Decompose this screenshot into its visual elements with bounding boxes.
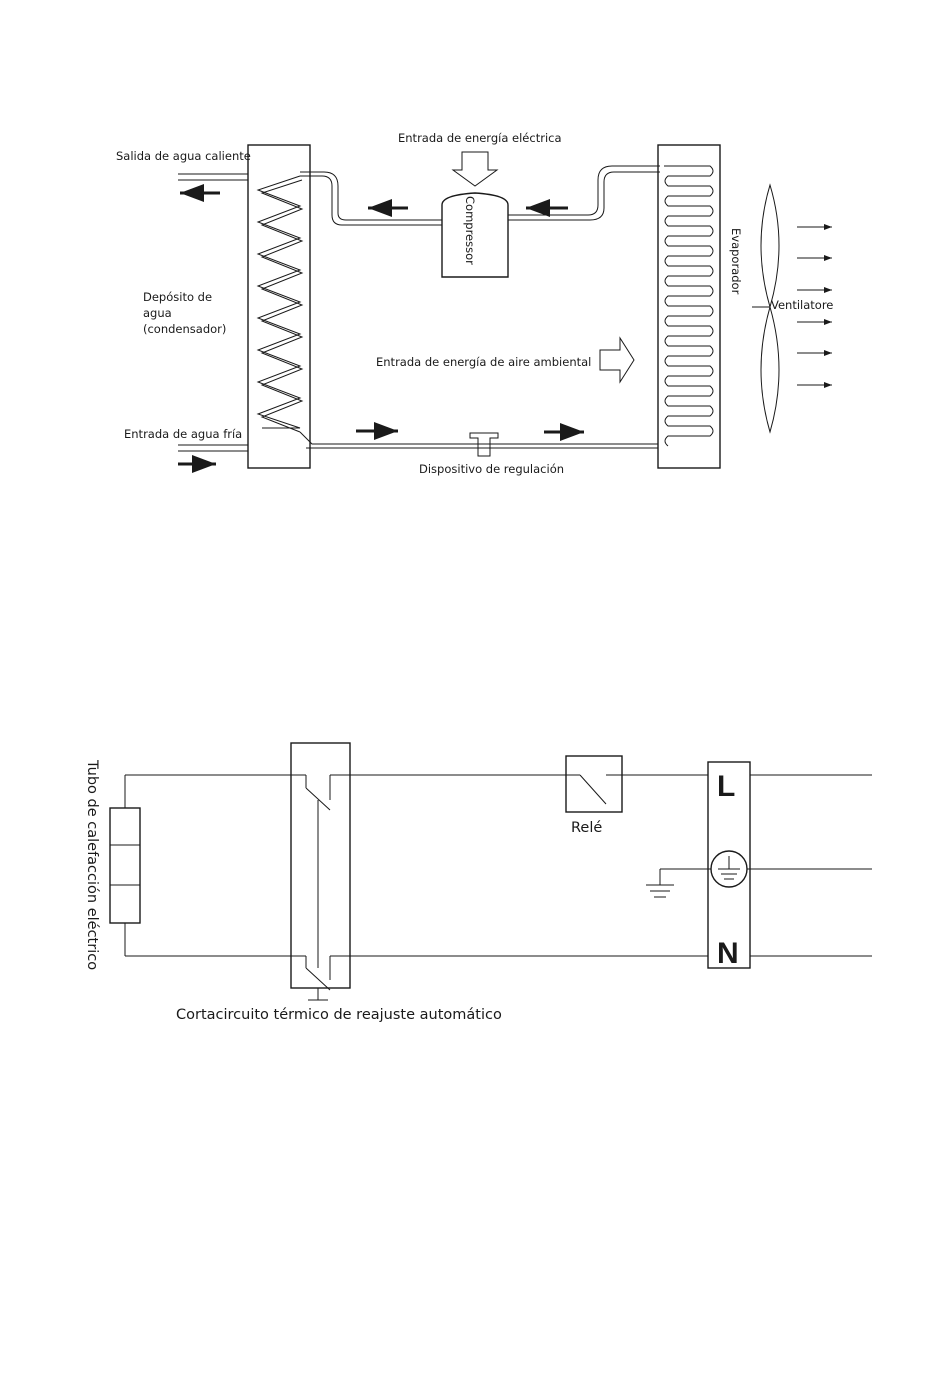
water-tank	[248, 145, 310, 468]
tank-label-line3: (condensador)	[143, 322, 226, 336]
evaporator-coil	[664, 166, 713, 446]
regulating-device-label: Dispositivo de regulación	[419, 462, 564, 476]
evaporator-label: Evaporador	[729, 228, 743, 295]
terminal-neutral: N	[717, 937, 739, 970]
cold-water-inlet-label: Entrada de agua fría	[124, 427, 242, 441]
fan-blade-bottom	[761, 307, 779, 432]
ground-icon	[646, 869, 674, 897]
heat-pump-diagram: Salida de agua caliente Entrada de agua …	[116, 131, 833, 476]
compressor-label: Compressor	[463, 196, 477, 265]
ambient-air-arrow	[600, 338, 634, 382]
heating-tube	[110, 808, 140, 923]
electric-input-arrow	[453, 152, 497, 186]
relay	[566, 756, 622, 812]
hot-water-outlet-label: Salida de agua caliente	[116, 149, 251, 163]
terminal-live: L	[717, 770, 735, 803]
electric-circuit-diagram: Tubo de calefacción eléctrico Cortacircu…	[84, 743, 872, 1023]
tank-label-line1: Depósito de	[143, 290, 212, 304]
relay-label: Relé	[571, 820, 602, 836]
heating-tube-label: Tubo de calefacción eléctrico	[84, 759, 100, 970]
fan-blade-top	[761, 185, 779, 307]
tank-label-line2: agua	[143, 306, 172, 320]
thermal-breaker	[291, 743, 350, 988]
electric-input-label: Entrada de energía eléctrica	[398, 131, 562, 145]
thermal-breaker-label: Cortacircuito térmico de reajuste automá…	[176, 1007, 502, 1023]
fan-label: Ventilatore	[771, 298, 833, 312]
ambient-air-label: Entrada de energía de aire ambiental	[376, 355, 591, 369]
